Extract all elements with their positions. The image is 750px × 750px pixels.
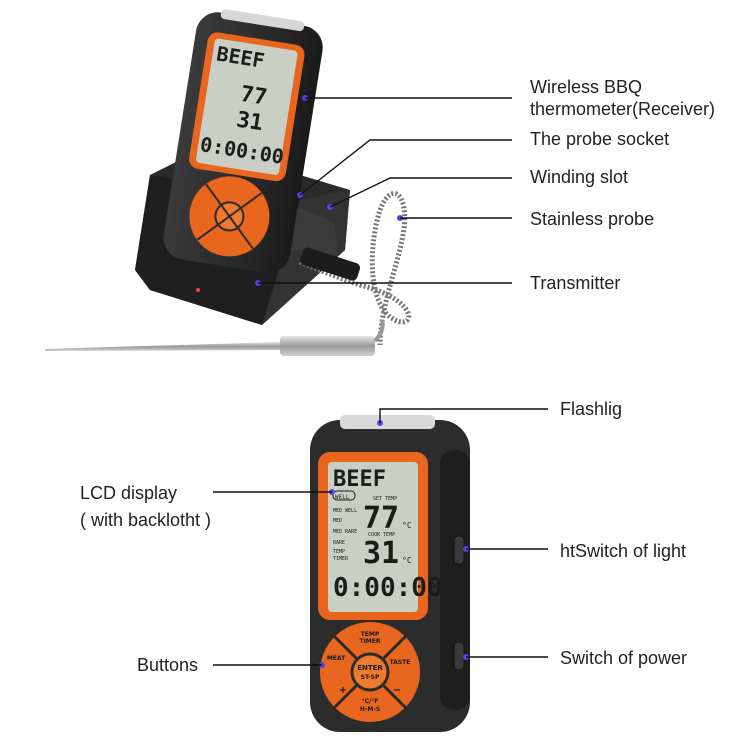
meat-label: MEAT <box>327 655 346 662</box>
enter-button[interactable] <box>350 652 390 692</box>
cable-icon <box>299 191 411 346</box>
lcd-settemp-small: 77 <box>239 82 269 111</box>
minus-label: − <box>393 685 401 696</box>
flashlight-icon <box>220 9 305 32</box>
receiver-front: BEEF WELL SET TEMP MED WELL MED MED RARE… <box>310 415 470 732</box>
label-buttons: Buttons <box>137 655 199 675</box>
lcd-med: MED <box>333 518 342 524</box>
enter-label: ENTER <box>357 664 383 672</box>
lcd-medwell: MED WELL <box>333 508 357 514</box>
lcd-settemp: 77 <box>363 501 399 536</box>
label-transmitter: Transmitter <box>530 273 621 293</box>
lcd-settemp-label: SET TEMP <box>373 496 397 502</box>
lcd-timer-label: TIMER <box>333 556 349 562</box>
keypad: ENTER ST-SP TEMP TIMER MEAT TASTE °C/°F … <box>320 622 420 722</box>
label-receiver: Wireless BBQ <box>530 77 643 97</box>
cf-label: °C/°F <box>362 698 379 705</box>
stsp-label: ST-SP <box>361 674 380 681</box>
temp-timer-label-2: TIMER <box>359 638 380 645</box>
label-lcd-line2: ( with backlotht ) <box>80 510 212 530</box>
label-receiver-line2: thermometer(Receiver) <box>530 99 716 119</box>
lcd-temp-label: TEMP <box>333 549 345 555</box>
leader-lines <box>213 97 548 666</box>
label-probe: Stainless probe <box>530 209 655 229</box>
lcd-cooktemp: 31 <box>363 536 399 571</box>
flashlight-icon <box>340 415 435 429</box>
label-lcd: LCD display <box>80 483 178 503</box>
label-winding-slot: Winding slot <box>530 167 629 187</box>
lcd-unit-2: °C <box>402 556 412 565</box>
lcd-unit-1: °C <box>402 521 412 530</box>
plus-label: + <box>339 685 347 696</box>
label-power-switch: Switch of power <box>560 648 688 668</box>
lcd-medrare: MED RARE <box>333 529 357 535</box>
lcd-cooktemp-label: COOK TEMP <box>368 532 395 538</box>
lcd-cooktemp-small: 31 <box>235 107 265 136</box>
lcd-doneness: WELL <box>335 494 350 501</box>
light-switch-icon[interactable] <box>453 535 465 565</box>
receiver-on-transmitter: BEEF 77 31 0:00:00 <box>45 9 411 356</box>
probe-icon <box>45 319 385 356</box>
power-switch-icon[interactable] <box>453 641 465 671</box>
hms-label: H-M-S <box>360 706 380 713</box>
lcd-rare: RARE <box>333 540 345 546</box>
label-light-switch: htSwitch of light <box>560 541 687 561</box>
indicator-led <box>196 288 200 292</box>
lcd-meat: BEEF <box>333 467 386 492</box>
temp-timer-label-1: TEMP <box>361 631 380 638</box>
taste-label: TASTE <box>390 659 411 666</box>
label-flashlight: Flashlig <box>560 399 623 419</box>
label-probe-socket: The probe socket <box>530 129 670 149</box>
lcd-timer: 0:00:00 <box>333 573 443 603</box>
